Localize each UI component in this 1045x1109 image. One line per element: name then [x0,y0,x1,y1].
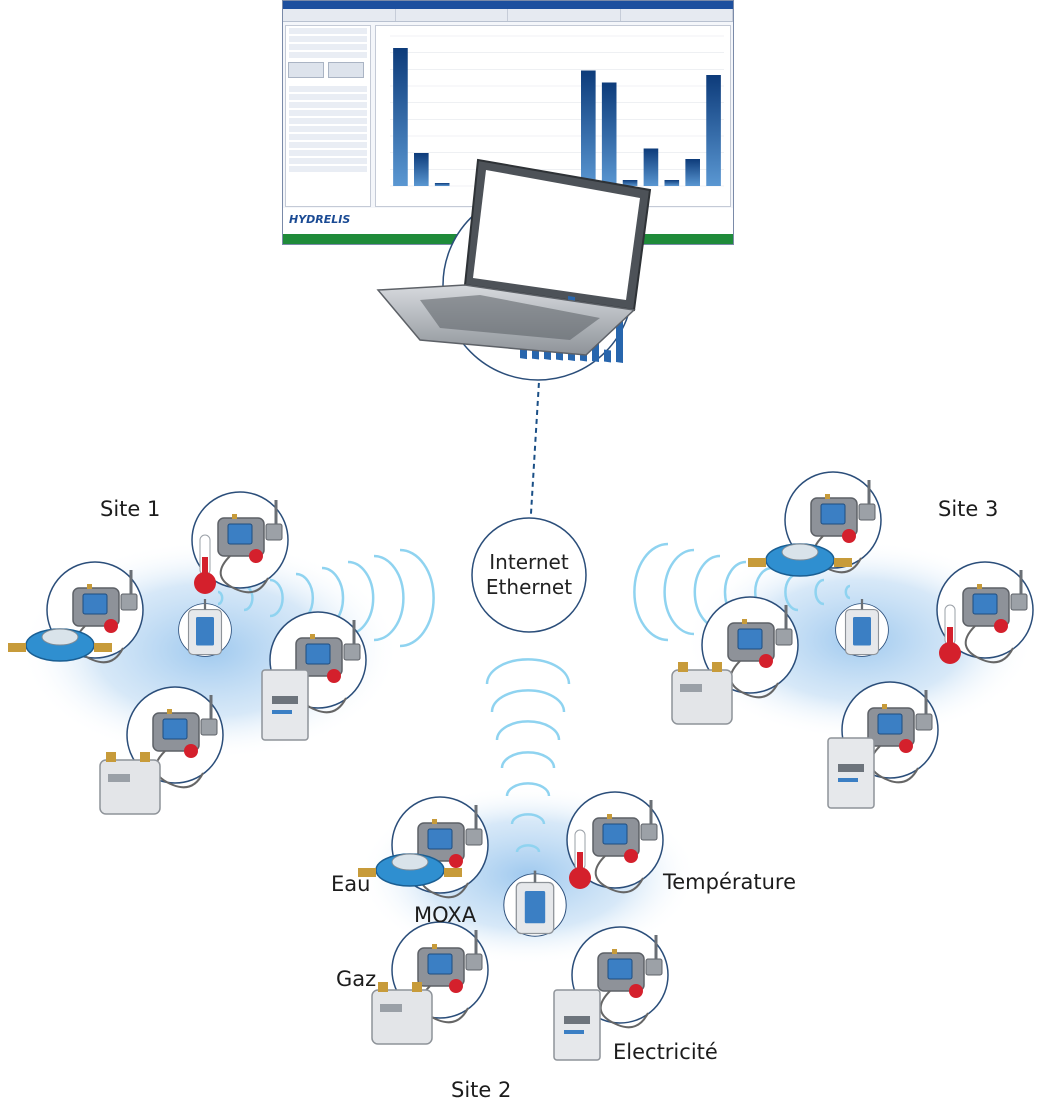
ethernet-label: Ethernet [485,575,573,599]
gaz-label: Gaz [336,967,377,991]
tab-1 [283,9,396,21]
tab-2 [396,9,508,21]
gas-meter-icon [671,661,733,725]
ethernet-link [529,364,541,531]
internet-node [471,517,587,633]
panel-button [328,62,364,78]
hydrelis-logo: HYDRELIS [289,213,351,226]
filter-panel [285,25,371,207]
gas-meter-icon [99,751,161,815]
internet-label: Internet [489,550,569,574]
bar [393,48,408,186]
bar [664,180,680,186]
electricity-meter-icon [261,669,309,741]
bar [414,153,429,186]
electricity-meter-icon [827,737,875,809]
eau-label: Eau [331,872,371,896]
screen-bar [604,349,611,363]
bar [601,82,617,186]
site-2-label: Site 2 [451,1078,512,1102]
electricite-label: Electricité [613,1040,718,1064]
software-window: HYDRELIS [282,0,734,245]
site-1-label: Site 1 [100,497,161,521]
electricity-meter-icon [553,989,601,1061]
bar [622,180,638,186]
temperature-label: Température [663,870,797,894]
bar [581,70,596,186]
bar [706,75,721,186]
gas-meter-icon [371,981,433,1045]
tab-4 [621,9,733,21]
site-3-label: Site 3 [938,497,999,521]
panel-button [288,62,324,78]
bar [434,183,450,186]
window-titlebar [283,1,733,9]
bar [643,148,659,186]
bar-chart [390,35,724,187]
window-tabs [283,9,733,22]
laptop-icon [376,158,652,381]
tab-3 [508,9,621,21]
moxa-label: MOXA [414,903,477,927]
bar [685,159,700,186]
screen-bar [616,317,623,363]
screen-bar [544,351,551,361]
